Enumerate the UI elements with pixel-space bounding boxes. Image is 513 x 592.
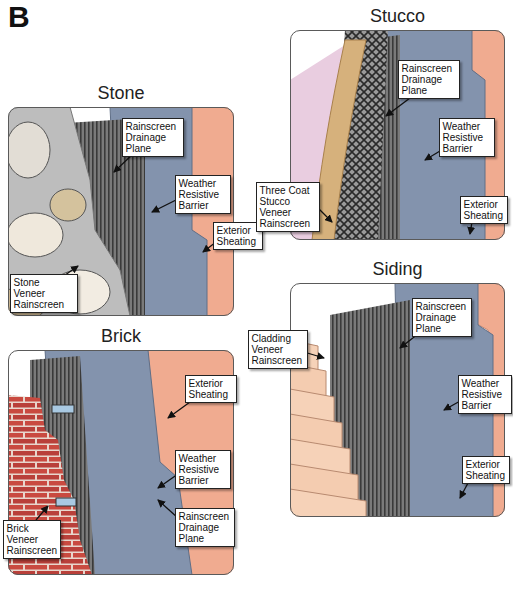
callout-box: Stone Veneer Rainscreen (10, 274, 78, 313)
stone-wall (8, 107, 234, 316)
callout-box: Weather Resistive Barrier (175, 175, 231, 214)
callout-text: Weather Resistive Barrier (179, 453, 227, 486)
leader-arrows (36, 98, 472, 520)
panel-heading: Siding (271, 259, 513, 280)
wall-panel: StuccoRainscreen Drainage PlaneWeather R… (290, 30, 505, 240)
callout-text: Weather Resistive Barrier (179, 178, 227, 211)
callout-box: Rainscreen Drainage Plane (412, 298, 472, 337)
callout-text: Exterior Sheating (189, 378, 233, 400)
callout-text: Rainscreen Drainage Plane (179, 511, 231, 544)
callout-text: Weather Resistive Barrier (443, 121, 491, 154)
callout-text: Exterior Sheating (466, 459, 506, 481)
callout-box: Rainscreen Drainage Plane (398, 60, 460, 99)
callout-box: Rainscreen Drainage Plane (175, 508, 235, 547)
callout-box: Brick Veneer Rainscreen (3, 520, 61, 559)
callout-text: Stone Veneer Rainscreen (14, 277, 74, 310)
callout-text: Brick Veneer Rainscreen (7, 523, 57, 556)
callout-box: Three Coat Stucco Veneer Rainscreen (256, 182, 320, 232)
callout-text: Rainscreen Drainage Plane (402, 63, 456, 96)
callout-box: Weather Resistive Barrier (175, 450, 231, 489)
callout-box: Exterior Sheating (460, 196, 508, 224)
wall-panel: StoneRainscreen Drainage PlaneWeather Re… (8, 107, 234, 316)
panel-heading: Stucco (271, 6, 513, 27)
panel-letter: B (8, 0, 30, 34)
callout-text: Rainscreen Drainage Plane (416, 301, 468, 334)
callout-box: Cladding Veneer Rainscreen (248, 330, 308, 369)
callout-text: Rainscreen Drainage Plane (126, 121, 180, 154)
callout-box: Weather Resistive Barrier (439, 118, 495, 157)
panel-heading: Stone (0, 83, 253, 104)
callout-text: Cladding Veneer Rainscreen (252, 333, 304, 366)
wall-panel: BrickExterior SheatingWeather Resistive … (8, 350, 234, 575)
callout-text: Exterior Sheating (464, 199, 504, 221)
callout-box: Rainscreen Drainage Plane (122, 118, 184, 157)
callout-text: Exterior Sheating (217, 225, 259, 247)
callout-text: Three Coat Stucco Veneer Rainscreen (260, 185, 316, 229)
panel-heading: Brick (0, 326, 253, 347)
callout-box: Exterior Sheating (185, 375, 237, 403)
wall-panel: SidingRainscreen Drainage PlaneCladding … (290, 283, 505, 517)
callout-box: Exterior Sheating (462, 456, 510, 484)
callout-text: Weather Resistive Barrier (462, 378, 508, 411)
callout-box: Weather Resistive Barrier (458, 375, 512, 414)
stucco-wall (290, 30, 505, 240)
